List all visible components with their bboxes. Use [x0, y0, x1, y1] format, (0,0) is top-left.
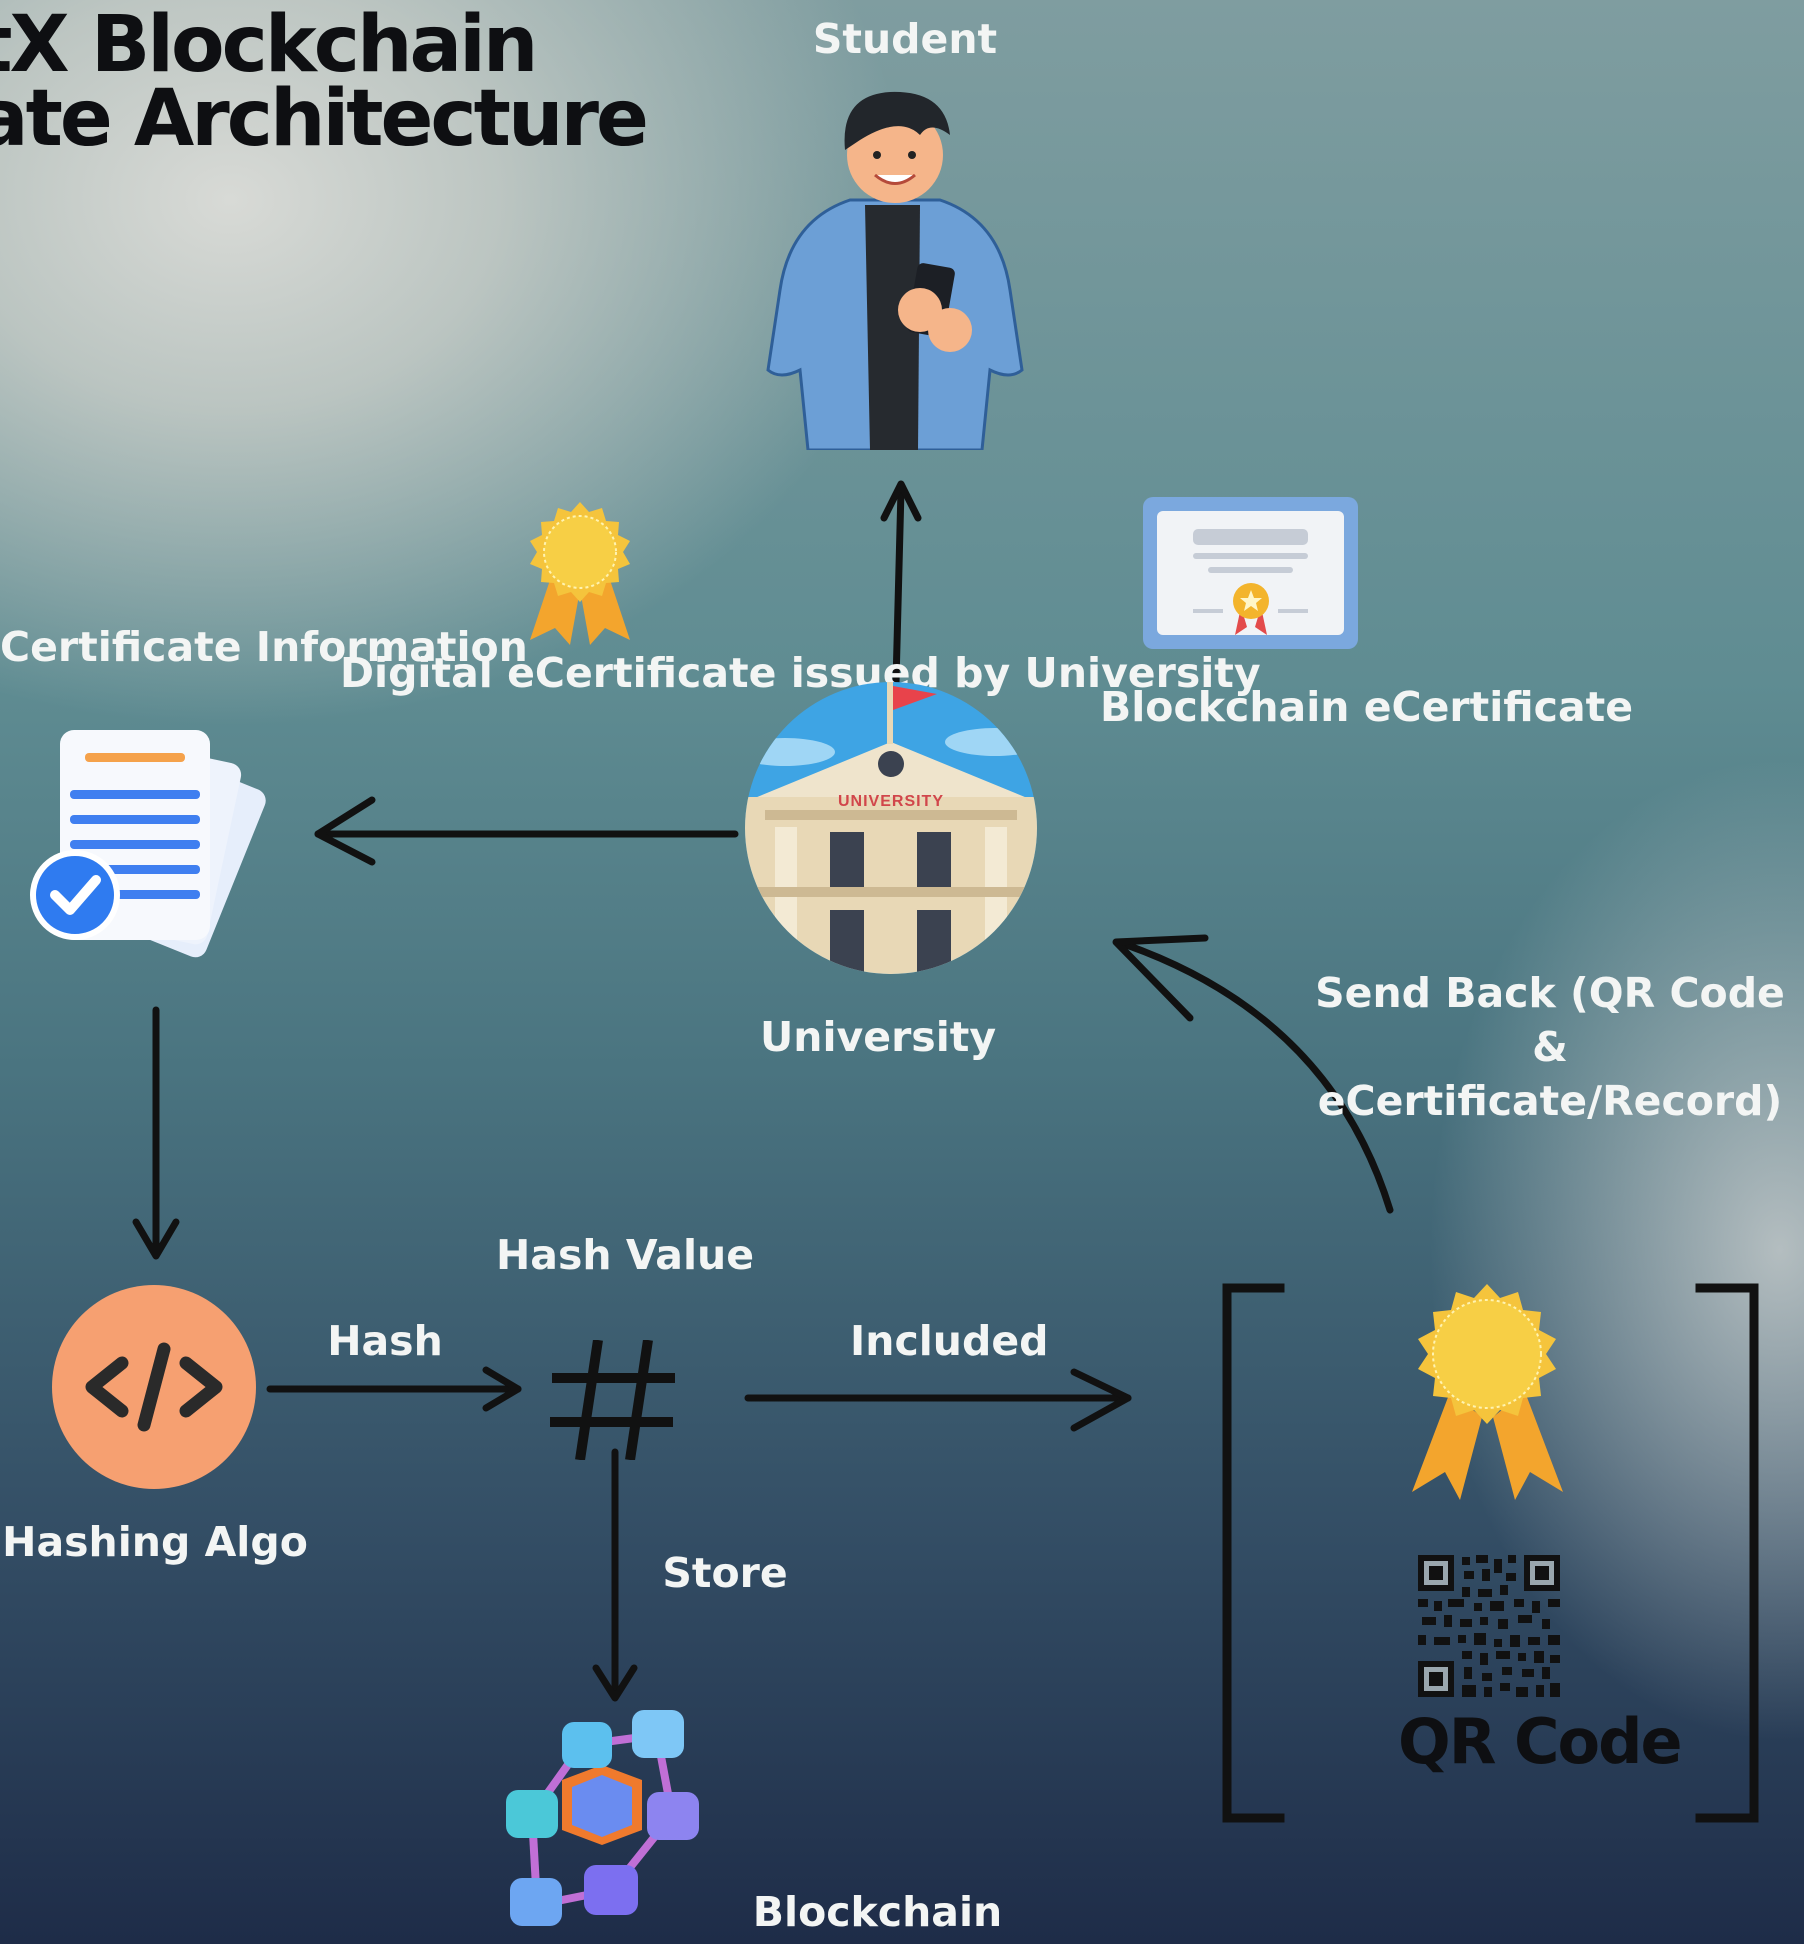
arrow-certificate-info-to-hashing: [132, 1006, 180, 1260]
documents-with-checkmark-icon: [30, 730, 266, 958]
student-icon: [766, 91, 1024, 450]
hash-edge-label: Hash: [327, 1317, 443, 1365]
blockchain-ecertificate-label: Blockchain eCertificate: [1100, 683, 1634, 731]
arrow-university-to-student: [880, 480, 922, 686]
store-edge-label: Store: [662, 1549, 788, 1597]
blockchain-ecertificate-icon: [1143, 497, 1358, 649]
qr-group-brackets: [1222, 1283, 1759, 1823]
certificate-info-label: Certificate Information: [0, 623, 528, 671]
arrow-hashing-to-hash-value: [266, 1366, 522, 1412]
qr-code-icon: [1418, 1555, 1560, 1697]
hash-symbol-icon: [550, 1340, 675, 1460]
hashing-algo-code-icon: [52, 1285, 256, 1489]
send-back-label: Send Back (QR Code & eCertificate/Record…: [1315, 969, 1785, 1125]
arrow-send-back-to-university: [1112, 934, 1394, 1214]
svg-text:UNIVERSITY: UNIVERSITY: [838, 793, 944, 810]
blockchain-cubes-icon: [506, 1710, 699, 1926]
qr-group-award-icon: [1412, 1284, 1563, 1500]
hash-value-label: Hash Value: [495, 1231, 755, 1279]
arrow-hash-value-to-blockchain: [592, 1448, 638, 1702]
title-line-1: dentX Blockchain: [0, 0, 538, 90]
diagram-title: dentX Blockchain tificate Architecture: [0, 6, 649, 158]
award-ribbon-icon: [530, 502, 630, 645]
hashing-algo-label: Hashing Algo: [2, 1518, 308, 1566]
title-line-2: tificate Architecture: [0, 74, 649, 164]
qr-code-label: QR Code: [1398, 1705, 1683, 1778]
blockchain-label: Blockchain: [752, 1888, 1003, 1936]
arrow-hash-value-to-qr-group: [744, 1368, 1132, 1432]
university-label: University: [760, 1013, 997, 1061]
student-label: Student: [812, 15, 998, 63]
university-building-icon: UNIVERSITY: [745, 682, 1037, 974]
arrow-university-to-certificate-info: [314, 796, 739, 866]
included-edge-label: Included: [850, 1317, 1049, 1365]
